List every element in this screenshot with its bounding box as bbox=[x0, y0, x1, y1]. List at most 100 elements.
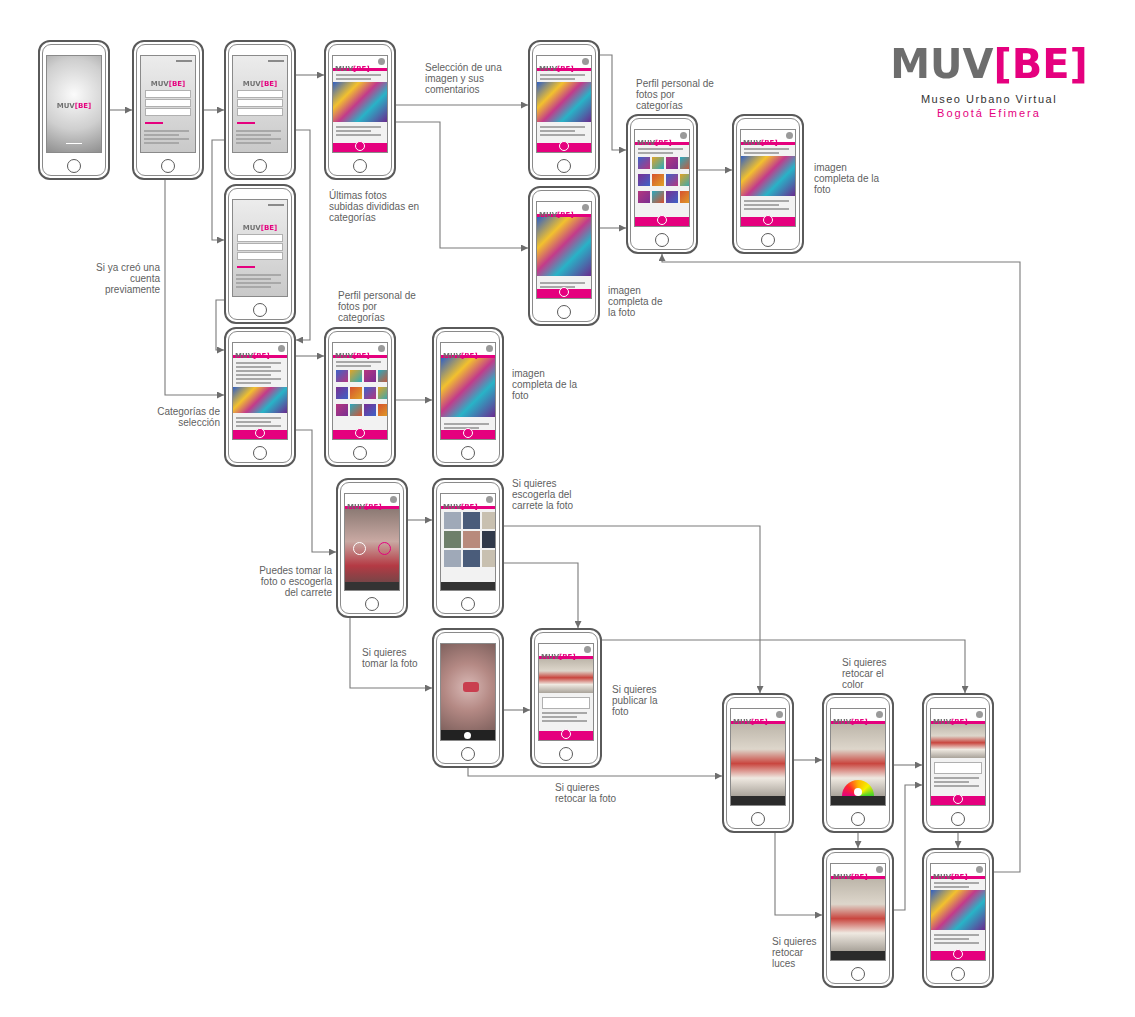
screen-caption: Últimas fotos subidas divididas en categ… bbox=[329, 190, 421, 223]
edge-label: Si quieres retocar la foto bbox=[555, 782, 625, 804]
screen: MUV[BE] bbox=[46, 55, 102, 153]
text-line bbox=[237, 266, 255, 268]
text-line bbox=[934, 942, 979, 944]
logo-holder: MUV[BE] bbox=[443, 495, 485, 505]
screen-caption: imagen completa de la foto bbox=[512, 368, 584, 401]
text-line bbox=[744, 148, 789, 150]
avatar-icon bbox=[976, 711, 983, 718]
thumbnail bbox=[364, 404, 376, 416]
logo-holder: MUV[BE] bbox=[637, 131, 679, 141]
logo-holder: MUV[BE] bbox=[141, 72, 195, 90]
screen-caption: Perfil personal de fotos por categorías bbox=[636, 78, 716, 111]
text-line bbox=[934, 882, 979, 884]
text-line bbox=[268, 60, 284, 62]
text-line bbox=[744, 208, 789, 210]
text-line bbox=[540, 130, 575, 132]
edge-label-box: Selección de una imagen y sus comentario… bbox=[425, 62, 525, 95]
roll-thumbnail bbox=[463, 512, 480, 529]
home-button bbox=[655, 233, 669, 247]
avatar-icon bbox=[582, 58, 589, 65]
capture-button bbox=[953, 794, 963, 804]
screen-caption: Puedes tomar la foto o escogerla del car… bbox=[252, 565, 332, 598]
roll-thumbnail bbox=[482, 531, 496, 548]
home-button bbox=[461, 597, 475, 611]
flow-arrow bbox=[396, 104, 528, 105]
avatar-icon bbox=[786, 132, 793, 139]
flow-arrow bbox=[600, 55, 626, 150]
logo-holder: MUV[BE] bbox=[47, 94, 101, 112]
text-line bbox=[540, 78, 575, 80]
tool-bar bbox=[441, 582, 495, 590]
flow-arrow bbox=[894, 764, 922, 765]
title-block: MUV[BE]Museo Urbano VirtualBogotá Efimer… bbox=[884, 40, 1094, 120]
home-button bbox=[461, 446, 475, 460]
avatar-icon bbox=[584, 646, 591, 653]
screen: MUV[BE] bbox=[740, 129, 796, 227]
tool-bar bbox=[731, 796, 785, 805]
text-line bbox=[934, 781, 969, 783]
phone-screen: MUV[BE]Perfil personal de fotos por cate… bbox=[324, 327, 396, 467]
input-field bbox=[237, 108, 283, 116]
text-line bbox=[236, 421, 271, 423]
avatar-icon bbox=[390, 496, 397, 503]
screen-caption: Perfil personal de fotos por categorías bbox=[338, 290, 420, 323]
flow-arrow bbox=[216, 300, 224, 350]
avatar-icon bbox=[876, 866, 883, 873]
text-line bbox=[336, 361, 381, 363]
photo bbox=[741, 156, 795, 196]
screen: MUV[BE] bbox=[440, 342, 496, 440]
logo-text: MUV[BE] bbox=[335, 65, 370, 74]
phone-screen: MUV[BE] bbox=[38, 40, 110, 180]
home-button bbox=[851, 967, 865, 981]
roll-thumbnail bbox=[444, 512, 461, 529]
text-line bbox=[268, 204, 284, 206]
input-field bbox=[145, 99, 191, 107]
flow-arrow bbox=[296, 74, 324, 75]
home-button bbox=[559, 747, 573, 761]
avatar-icon bbox=[378, 345, 385, 352]
phone-screen: MUV[BE]Si quieres escogerla del carrete … bbox=[432, 478, 504, 618]
logo-text: MUV[BE] bbox=[541, 653, 576, 662]
text-line bbox=[934, 886, 969, 888]
logo-holder: MUV[BE] bbox=[933, 865, 975, 875]
screen: MUV[BE] bbox=[440, 493, 496, 591]
flow-arrow bbox=[894, 785, 922, 910]
thumbnail bbox=[638, 191, 650, 203]
photo bbox=[831, 879, 885, 951]
thumbnail bbox=[666, 157, 678, 169]
text-line bbox=[444, 423, 489, 425]
roll-thumbnail bbox=[463, 531, 480, 548]
caption-box: Si quieres retocar el color bbox=[842, 657, 908, 690]
thumbnail bbox=[680, 174, 690, 186]
caption-box: imagen completa de la foto bbox=[814, 162, 880, 195]
avatar-icon bbox=[486, 496, 493, 503]
screen: MUV[BE] bbox=[930, 708, 986, 806]
logo-holder: MUV[BE] bbox=[443, 344, 485, 354]
subtitle-label: Museo Urbano Virtual bbox=[884, 92, 1094, 106]
text-line bbox=[934, 934, 979, 936]
photo bbox=[537, 217, 591, 276]
flow-arrow bbox=[408, 519, 432, 520]
logo-text: MUV[BE] bbox=[243, 80, 278, 89]
edge-label-box: Si quieres retocar la foto bbox=[555, 782, 625, 804]
caption-box: Si quieres publicar la foto bbox=[612, 684, 674, 717]
home-button bbox=[851, 812, 865, 826]
text-line bbox=[744, 152, 779, 154]
flow-arrow bbox=[662, 254, 1020, 872]
screen: MUV[BE] bbox=[232, 342, 288, 440]
camera-icon bbox=[353, 542, 366, 555]
screen: MUV[BE] bbox=[830, 708, 886, 806]
caption-box: Si quieres tomar la foto bbox=[362, 647, 424, 669]
photo bbox=[537, 82, 591, 122]
avatar-icon bbox=[976, 866, 983, 873]
phone-screen: MUV[BE]Categorías de selección bbox=[224, 327, 296, 467]
edge-label-box: Si ya creó una cuenta previamente bbox=[96, 262, 160, 295]
screen: MUV[BE] bbox=[332, 342, 388, 440]
screen-caption: Categorías de selección bbox=[150, 406, 220, 428]
logo-text: MUV[BE] bbox=[335, 352, 370, 361]
logo-text: MUV[BE] bbox=[443, 352, 478, 361]
roll-thumbnail bbox=[482, 550, 496, 567]
flow-arrow bbox=[350, 618, 432, 688]
logo-holder: MUV[BE] bbox=[933, 710, 975, 720]
home-button bbox=[353, 446, 367, 460]
